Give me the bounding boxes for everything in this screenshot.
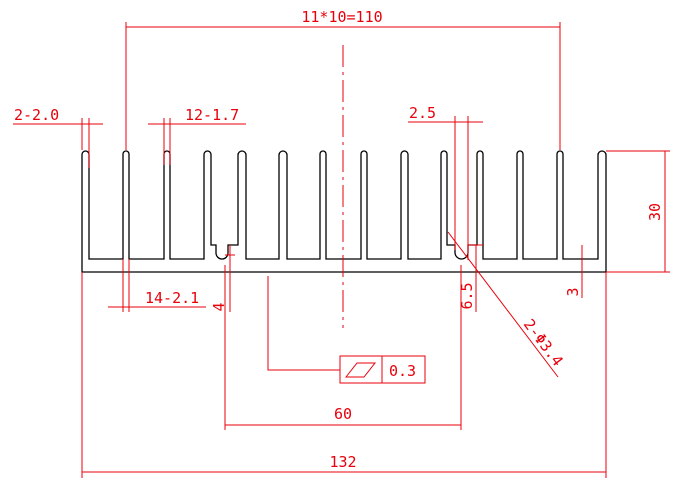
dim-edge-fin-label: 2-2.0 <box>14 106 59 124</box>
dim-overall-height: 30 <box>606 150 670 273</box>
dim-slot-width-label: 2.5 <box>409 104 436 122</box>
flatness-icon <box>344 362 377 378</box>
dim-slot-height-label: 6.5 <box>458 282 476 309</box>
dim-overall-width: 132 <box>81 272 607 478</box>
dim-base-thickness: 3 <box>564 245 583 298</box>
dim-overall-height-label: 30 <box>646 203 664 221</box>
flatness-value: 0.3 <box>389 362 416 380</box>
dim-fin-root: 14-2.1 <box>108 259 206 312</box>
flatness-tolerance-frame: 0.3 <box>267 276 426 384</box>
dim-fin-tip-label: 12-1.7 <box>185 106 239 124</box>
dim-slot-width: 2.5 <box>408 104 483 260</box>
dim-notch-depth: 4 <box>210 245 235 312</box>
dim-fin-tip: 12-1.7 <box>148 106 246 165</box>
dim-hole-spacing: 60 <box>224 265 462 430</box>
dim-fin-pitch-label: 11*10=110 <box>301 8 382 26</box>
dim-edge-fin: 2-2.0 <box>13 106 103 168</box>
dim-fin-root-label: 14-2.1 <box>145 289 199 307</box>
dim-notch-depth-label: 4 <box>210 302 228 311</box>
dim-base-thickness-label: 3 <box>564 287 582 296</box>
dim-overall-width-label: 132 <box>329 453 356 471</box>
dim-hole-spacing-label: 60 <box>334 405 352 423</box>
dim-fin-pitch: 11*10=110 <box>125 8 561 150</box>
dim-hole-callout-label: 2-Φ3.4 <box>520 316 567 370</box>
heatsink-profile <box>81 150 607 273</box>
dim-slot-height: 6.5 <box>458 244 483 312</box>
